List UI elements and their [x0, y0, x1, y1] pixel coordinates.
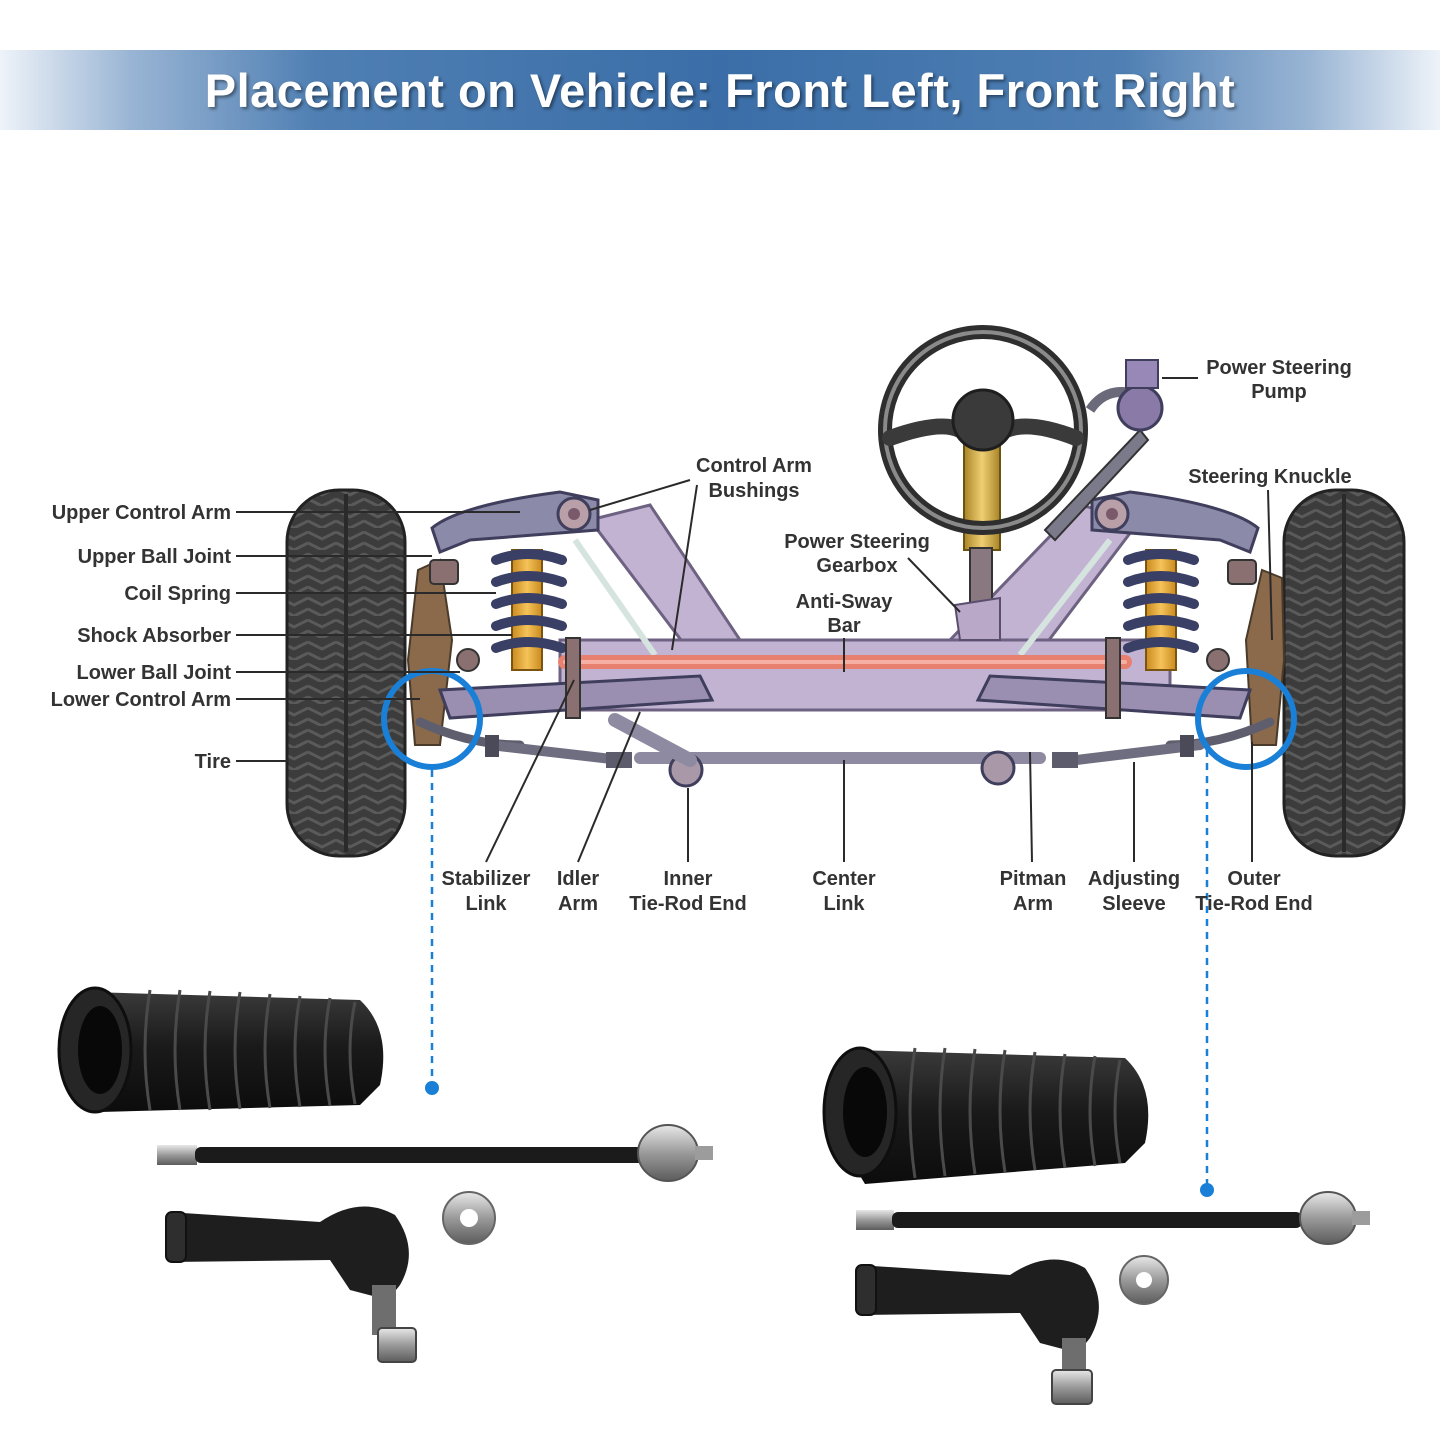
tire-right-icon — [1282, 488, 1406, 858]
shock-absorber-left — [511, 549, 543, 671]
label-pitman-arm-line1: Pitman — [1000, 868, 1067, 890]
label-outer-tie-rod-end-line1: Outer — [1227, 868, 1281, 890]
tie-rod-end-icon — [165, 1206, 417, 1363]
lower-ball-joint-left — [456, 648, 480, 672]
product-set-right — [822, 1046, 1370, 1405]
label-adjusting-sleeve-line1: Adjusting — [1088, 868, 1180, 890]
bellows-boot-icon — [57, 986, 384, 1114]
steering-linkage — [415, 713, 1275, 788]
steering-knuckle-left — [406, 558, 454, 746]
title-banner: Placement on Vehicle: Front Left, Front … — [0, 50, 1440, 130]
label-upper-ball-joint: Upper Ball Joint — [78, 546, 232, 568]
label-lower-ball-joint: Lower Ball Joint — [77, 662, 232, 684]
label-idler-arm-line2: Arm — [558, 893, 598, 915]
label-lower-control-arm: Lower Control Arm — [51, 689, 231, 711]
stabilizer-link-right — [1105, 637, 1121, 719]
labels-bottom: Stabilizer Link Idler Arm Inner Tie-Rod … — [442, 868, 1313, 915]
shock-absorber-right — [1145, 549, 1177, 671]
tie-rod-icon — [157, 1124, 713, 1182]
lock-washer-icon — [1119, 1255, 1169, 1305]
label-power-steering-pump-line1: Power Steering — [1206, 357, 1352, 379]
highlight-ring-right — [1195, 668, 1297, 770]
steering-wheel-icon — [878, 325, 1088, 535]
label-control-arm-bushings-line2: Bushings — [708, 480, 799, 502]
power-steering-pump — [1043, 359, 1164, 542]
adjusting-sleeve-right — [1052, 752, 1078, 768]
label-tire: Tire — [195, 751, 231, 773]
lower-ball-joint-right — [1206, 648, 1230, 672]
leader-lines — [236, 377, 1273, 863]
label-stabilizer-link-line1: Stabilizer — [442, 868, 531, 890]
labels-left: Upper Control Arm Upper Ball Joint Coil … — [51, 502, 232, 773]
tie-rod-end-icon — [855, 1259, 1099, 1405]
product-set-left — [57, 986, 713, 1363]
upper-ball-joint-left — [429, 559, 459, 585]
label-adjusting-sleeve-line2: Sleeve — [1102, 893, 1165, 915]
banner-title: Placement on Vehicle: Front Left, Front … — [204, 63, 1236, 117]
coil-spring-left — [491, 549, 567, 653]
label-power-steering-gearbox-line1: Power Steering — [784, 531, 930, 553]
label-coil-spring: Coil Spring — [124, 583, 231, 605]
label-anti-sway-bar-line1: Anti-Sway — [796, 591, 894, 613]
label-shock-absorber: Shock Absorber — [77, 625, 231, 647]
label-outer-tie-rod-end-line2: Tie-Rod End — [1195, 893, 1312, 915]
adjusting-sleeve-left — [606, 752, 632, 768]
upper-control-arm-right — [1090, 490, 1260, 554]
tie-rod-icon — [856, 1191, 1370, 1245]
label-center-link-line2: Link — [823, 893, 865, 915]
label-inner-tie-rod-end-line1: Inner — [664, 868, 713, 890]
label-stabilizer-link-line2: Link — [465, 893, 507, 915]
label-upper-control-arm: Upper Control Arm — [52, 502, 231, 524]
steering-knuckle-right — [1244, 568, 1286, 746]
label-control-arm-bushings-line1: Control Arm — [696, 455, 812, 477]
label-center-link-line1: Center — [812, 868, 876, 890]
upper-ball-joint-right — [1227, 559, 1257, 585]
label-idler-arm-line1: Idler — [557, 868, 599, 890]
label-pitman-arm-line2: Arm — [1013, 893, 1053, 915]
coil-spring-right — [1123, 549, 1199, 653]
label-inner-tie-rod-end-line2: Tie-Rod End — [629, 893, 746, 915]
label-power-steering-pump-line2: Pump — [1251, 381, 1307, 403]
upper-control-arm-left — [430, 490, 600, 554]
power-steering-gearbox — [953, 596, 1001, 641]
label-anti-sway-bar-line2: Bar — [827, 615, 861, 637]
pitman-arm — [980, 750, 1016, 786]
label-steering-knuckle: Steering Knuckle — [1188, 466, 1351, 488]
bellows-boot-icon — [822, 1046, 1149, 1184]
stabilizer-link-left — [565, 637, 581, 719]
idler-arm — [608, 713, 697, 767]
label-power-steering-gearbox-line2: Gearbox — [816, 555, 897, 577]
labels-top: Control Arm Bushings Power Steering Gear… — [696, 357, 1352, 637]
lock-washer-icon — [442, 1191, 496, 1245]
